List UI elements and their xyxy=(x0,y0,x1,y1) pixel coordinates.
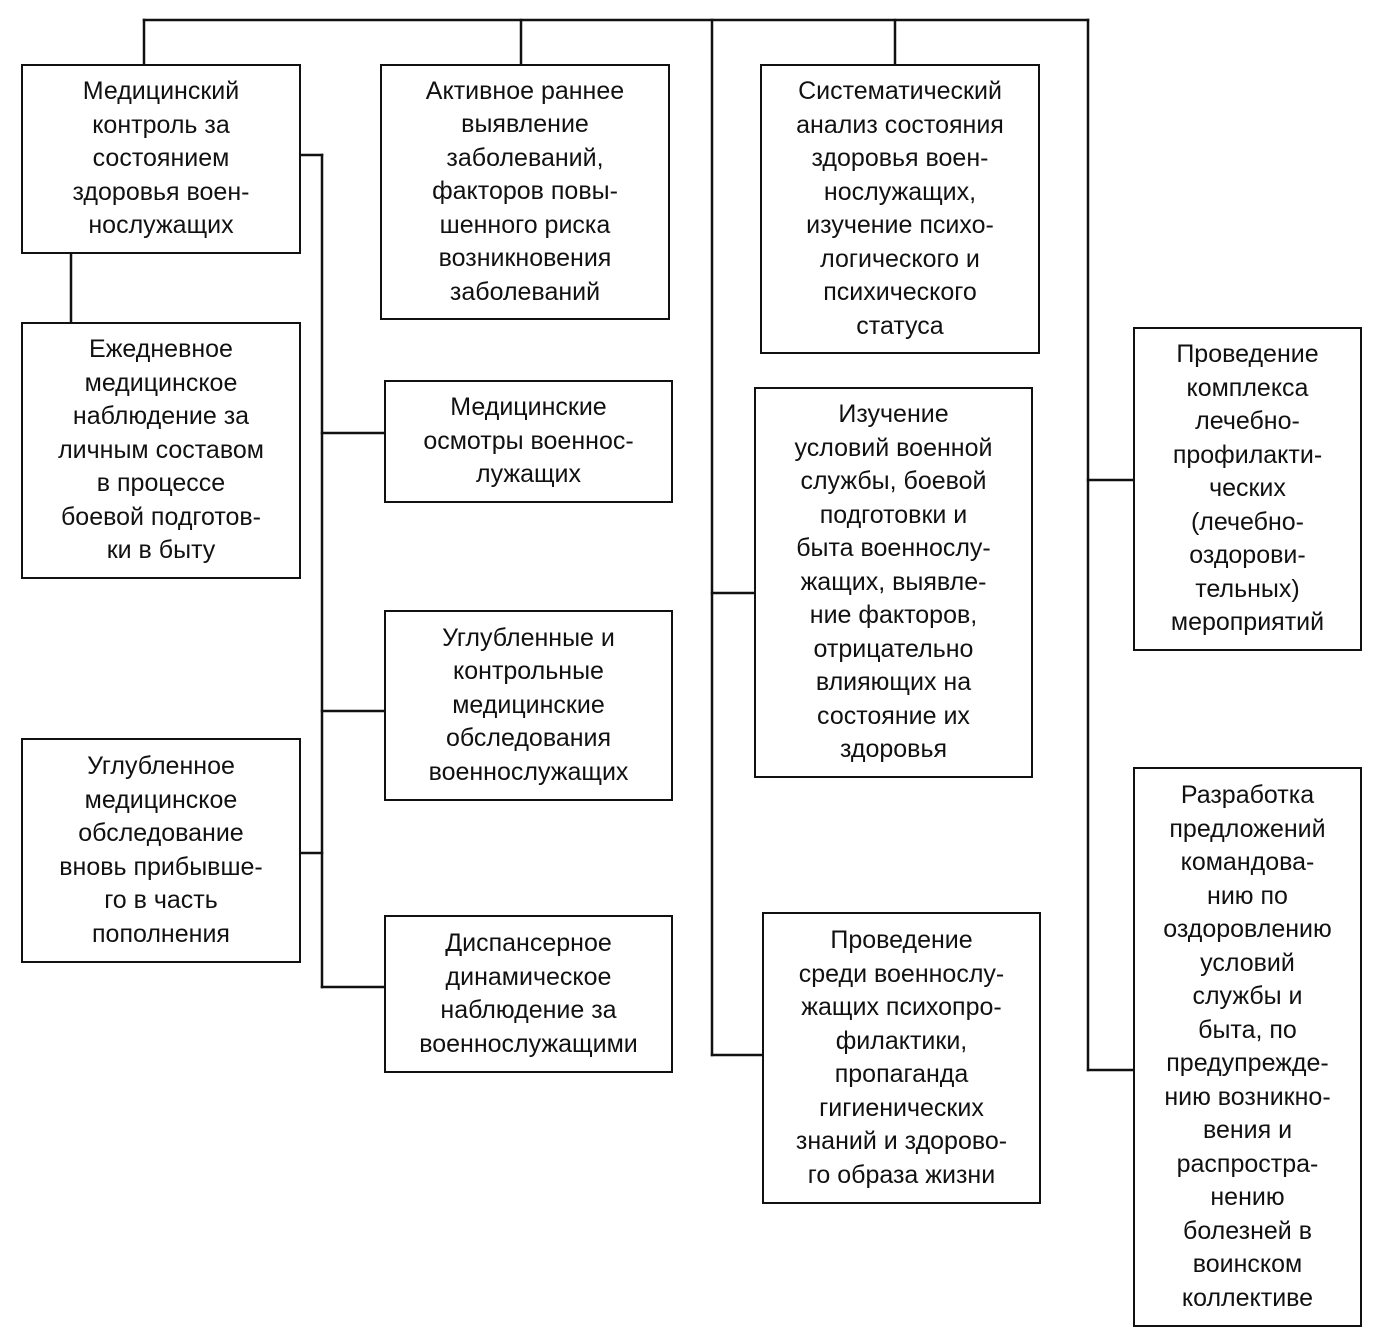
box-treatment-measures: Проведение комплекса лечебно- профилакти… xyxy=(1133,327,1362,651)
box-systematic-analysis-text: Систематический анализ состояния здоровь… xyxy=(796,77,1004,340)
box-medical-checkups-text: Медицинские осмотры военнос- лужащих xyxy=(423,393,634,489)
box-new-recruits-exam-text: Углубленное медицинское обследование вно… xyxy=(59,752,263,948)
box-psychoprophylaxis: Проведение среди военнослу- жащих психоп… xyxy=(762,912,1041,1204)
box-service-conditions: Изучение условий военной службы, боевой … xyxy=(754,387,1033,778)
box-early-detection: Активное раннее выявление заболеваний, ф… xyxy=(380,64,670,320)
box-dispensary-observation: Диспансерное динамическое наблюдение за … xyxy=(384,915,673,1073)
box-service-conditions-text: Изучение условий военной службы, боевой … xyxy=(794,400,993,764)
box-new-recruits-exam: Углубленное медицинское обследование вно… xyxy=(21,738,301,963)
box-command-proposals: Разработка предложений командова- нию по… xyxy=(1133,767,1362,1327)
box-command-proposals-text: Разработка предложений командова- нию по… xyxy=(1163,781,1332,1312)
box-in-depth-exams: Углубленные и контрольные медицинские об… xyxy=(384,610,673,801)
box-dispensary-observation-text: Диспансерное динамическое наблюдение за … xyxy=(419,929,638,1058)
box-early-detection-text: Активное раннее выявление заболеваний, ф… xyxy=(425,76,625,306)
box-medical-checkups: Медицинские осмотры военнос- лужащих xyxy=(384,380,673,503)
box-daily-observation: Ежедневное медицинское наблюдение за лич… xyxy=(21,322,301,579)
box-medical-control: Медицинский контроль за состоянием здоро… xyxy=(21,64,301,254)
box-psychoprophylaxis-text: Проведение среди военнослу- жащих психоп… xyxy=(795,926,1008,1189)
box-medical-control-text: Медицинский контроль за состоянием здоро… xyxy=(72,77,250,240)
box-in-depth-exams-text: Углубленные и контрольные медицинские об… xyxy=(428,623,629,786)
box-daily-observation-text: Ежедневное медицинское наблюдение за лич… xyxy=(58,335,264,565)
box-treatment-measures-text: Проведение комплекса лечебно- профилакти… xyxy=(1170,340,1325,637)
box-systematic-analysis: Систематический анализ состояния здоровь… xyxy=(760,64,1040,354)
